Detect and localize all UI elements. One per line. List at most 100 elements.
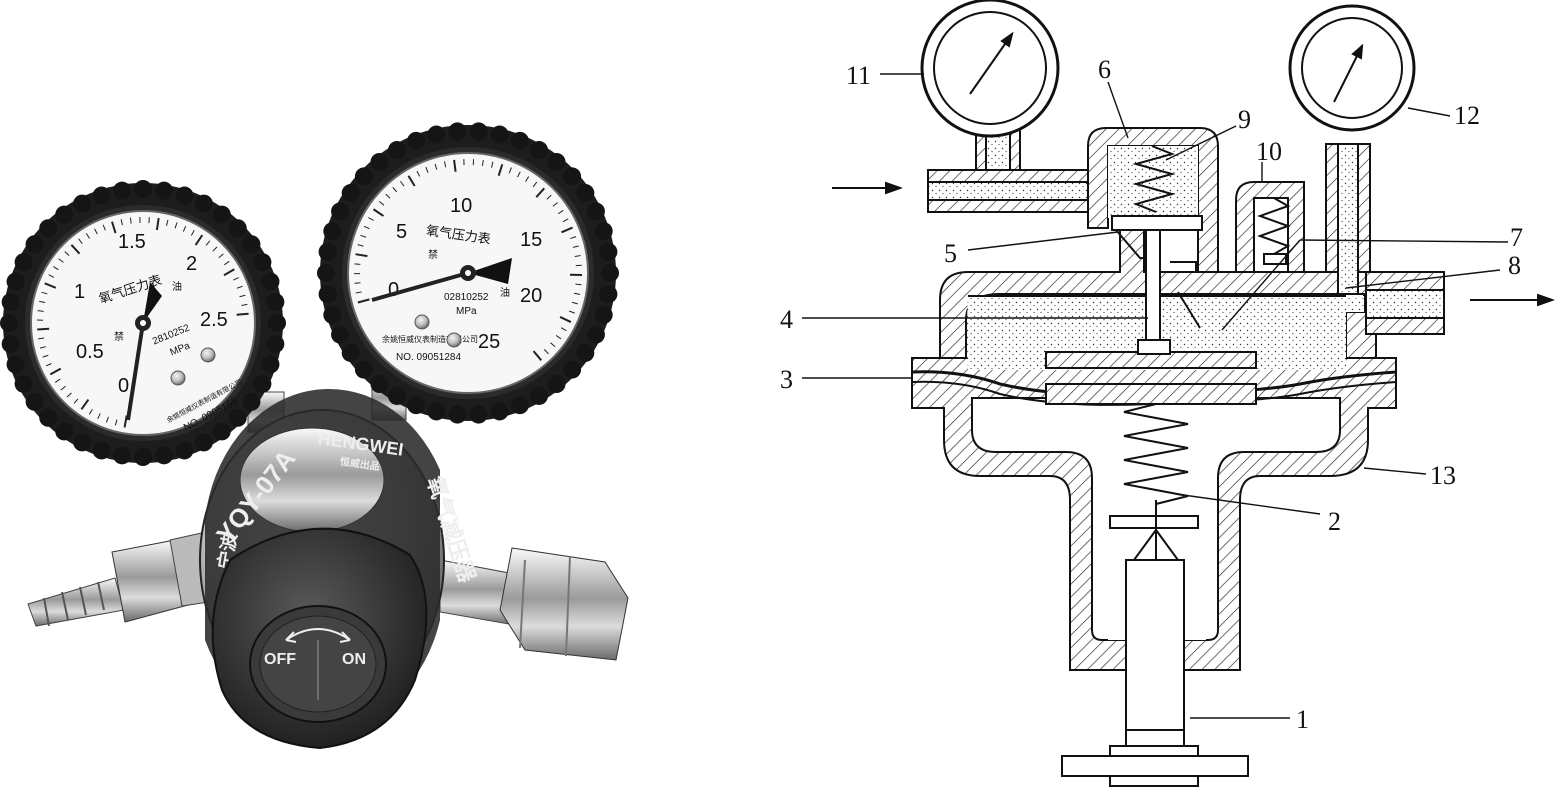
dial-tick bbox=[64, 251, 70, 256]
dial-tick bbox=[48, 274, 55, 278]
bezel-tooth bbox=[323, 222, 342, 241]
right-needle bbox=[371, 271, 469, 302]
dial-tick bbox=[37, 327, 50, 331]
valve-disc bbox=[1111, 215, 1203, 231]
left-tick-2: 2 bbox=[186, 253, 197, 275]
dial-tick bbox=[573, 292, 581, 295]
bezel-tooth bbox=[92, 186, 111, 205]
dial-tick bbox=[38, 337, 45, 340]
spring-seat bbox=[1109, 515, 1199, 529]
dial-tick bbox=[37, 310, 44, 312]
dial-tick bbox=[555, 335, 562, 340]
safety-valve-spring bbox=[1257, 197, 1291, 255]
adjusting-screw bbox=[1125, 559, 1185, 747]
bezel-tooth bbox=[253, 253, 272, 272]
dial-tick bbox=[562, 218, 569, 223]
bezel-tooth bbox=[594, 222, 613, 241]
hose-barb bbox=[27, 529, 223, 627]
dial-tick bbox=[54, 378, 61, 383]
push-rod bbox=[1145, 229, 1161, 343]
dial-tick bbox=[60, 385, 66, 391]
bezel-tooth bbox=[469, 122, 488, 141]
bezel-tooth bbox=[55, 205, 74, 224]
bezel-tooth bbox=[212, 422, 231, 441]
dial-tick bbox=[357, 298, 370, 304]
bezel-tooth bbox=[547, 375, 566, 394]
label-12: 12 bbox=[1454, 101, 1480, 130]
bezel-tooth bbox=[268, 314, 286, 332]
right-gauge-maker: 余姚恒威仪表制造有限公司 bbox=[382, 334, 478, 344]
dial-tick bbox=[94, 228, 98, 235]
dial-tick bbox=[114, 419, 118, 426]
label-1: 1 bbox=[1296, 705, 1309, 734]
bezel-tooth bbox=[388, 386, 406, 405]
dial-tick bbox=[190, 229, 195, 236]
bezel-tooth bbox=[266, 334, 285, 353]
diaphragm-plate-bottom bbox=[1045, 383, 1257, 405]
right-tick-0: 0 bbox=[388, 279, 399, 301]
bezel-tooth bbox=[154, 446, 173, 465]
dial-tick bbox=[568, 310, 575, 314]
bezel-tooth bbox=[25, 235, 44, 254]
bezel-tooth bbox=[0, 314, 18, 332]
dial-tick bbox=[236, 312, 249, 316]
right-tick-15: 15 bbox=[520, 229, 542, 251]
inlet-arrow bbox=[832, 181, 903, 195]
bezel-tooth bbox=[134, 448, 152, 466]
dial-tick bbox=[85, 233, 90, 239]
dial-tick bbox=[223, 268, 235, 277]
knob-off-label: OFF bbox=[264, 651, 296, 668]
bezel-tooth bbox=[1, 334, 20, 353]
dial-tick bbox=[105, 416, 109, 423]
dial-tick bbox=[73, 398, 79, 404]
right-gauge-cert: 02810252 bbox=[444, 292, 489, 303]
dial-tick bbox=[174, 222, 178, 229]
dial-tick bbox=[212, 246, 218, 252]
bezel-tooth bbox=[370, 375, 389, 394]
bezel-tooth bbox=[6, 272, 25, 291]
left-tick-2.5: 2.5 bbox=[200, 309, 228, 331]
main-spring bbox=[1123, 403, 1189, 505]
dial-tick bbox=[355, 291, 362, 294]
bezel-tooth bbox=[469, 405, 488, 424]
bezel-tooth bbox=[354, 167, 373, 186]
bezel-tooth bbox=[39, 408, 58, 427]
bezel-tooth bbox=[317, 264, 335, 282]
dial-tick bbox=[546, 194, 552, 200]
dial-tick bbox=[517, 171, 521, 178]
left-tick-1.5: 1.5 bbox=[118, 231, 146, 253]
outlet-nut bbox=[439, 547, 629, 661]
dial-tick bbox=[80, 398, 90, 410]
leader-lines bbox=[802, 73, 1509, 719]
dial-tick bbox=[552, 202, 558, 207]
dial-tick bbox=[224, 260, 230, 266]
part-labels: 1 2 3 4 5 6 7 8 9 10 11 12 13 bbox=[780, 55, 1523, 734]
label-8: 8 bbox=[1508, 251, 1521, 280]
low-pressure-gauge: 0 0.5 1 1.5 2 2.5 氧气压力表 禁 油 2810252 MPa … bbox=[0, 180, 286, 466]
dial-tick bbox=[416, 170, 421, 177]
label-5: 5 bbox=[944, 239, 957, 268]
right-tick-25: 25 bbox=[478, 331, 500, 353]
bezel-tooth bbox=[427, 125, 446, 144]
bezel-tooth bbox=[6, 355, 25, 374]
dial-tick bbox=[355, 253, 368, 258]
bezel-tooth bbox=[212, 205, 231, 224]
bezel-tooth bbox=[601, 264, 619, 282]
dial-tick bbox=[129, 217, 132, 224]
bezel-tooth bbox=[73, 194, 92, 213]
bezel-tooth bbox=[448, 122, 467, 141]
dial-tick bbox=[559, 316, 572, 323]
dial-tick bbox=[194, 234, 204, 246]
right-gauge-no: NO. 09051284 bbox=[396, 352, 461, 363]
bezel-tooth bbox=[242, 392, 261, 411]
bezel-tooth bbox=[510, 131, 529, 150]
dial-tick bbox=[561, 226, 573, 234]
dial-tick bbox=[45, 363, 52, 367]
lower-housing bbox=[911, 357, 1397, 671]
bezel-tooth bbox=[594, 305, 613, 324]
bezel-tooth bbox=[331, 202, 350, 221]
dial-tick bbox=[574, 255, 581, 257]
bezel-tooth bbox=[73, 433, 92, 452]
dial-tick bbox=[575, 283, 582, 286]
label-6: 6 bbox=[1098, 55, 1111, 84]
